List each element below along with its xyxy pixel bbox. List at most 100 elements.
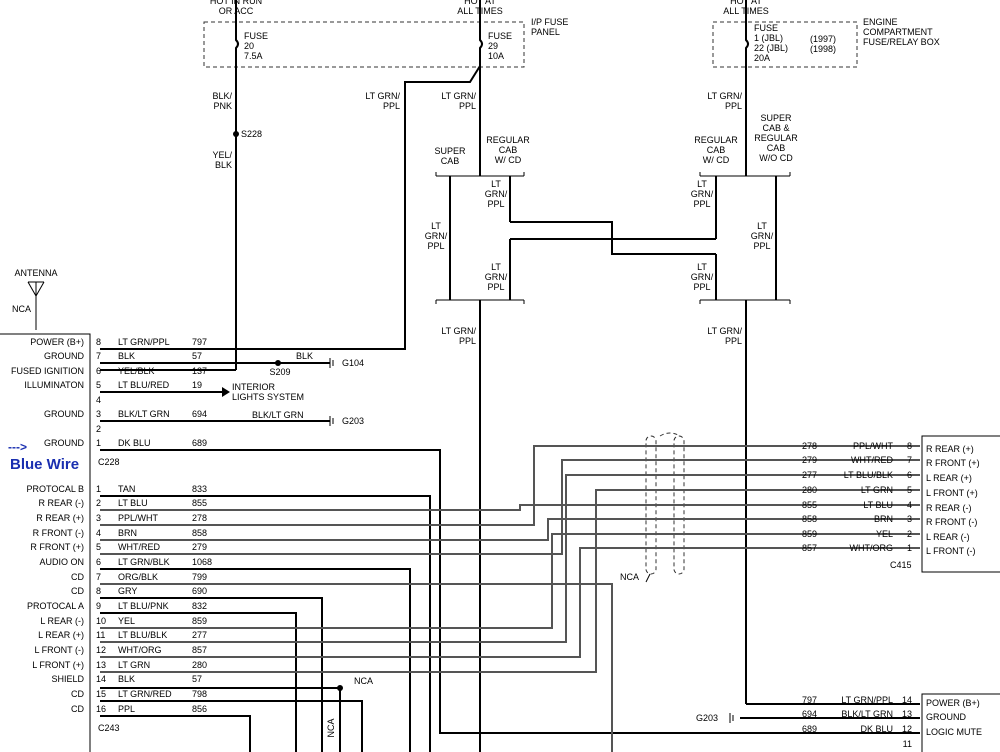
c415-pin-label: L REAR (+) <box>926 473 972 483</box>
wire-color-label: LT <box>491 179 501 189</box>
c243-pin-number: 13 <box>96 660 106 670</box>
c415-label: C415 <box>890 560 912 570</box>
nca-label: NCA <box>12 304 31 314</box>
year-label: (1997) <box>810 34 836 44</box>
fuse-29-icon <box>479 30 483 66</box>
regular-cab-label: CAB <box>707 145 726 155</box>
c243-pin-number: 7 <box>96 572 101 582</box>
c228-pin-number: 5 <box>96 380 101 390</box>
c243-circuit-number: 798 <box>192 689 207 699</box>
super-cab-regular-label: W/O CD <box>759 153 793 163</box>
c415-wire-color: LT BLU/BLK <box>844 470 893 480</box>
c243-wire-color: PPL/WHT <box>118 513 159 523</box>
c228-pin-label: POWER (B+) <box>30 337 84 347</box>
c415-pin-label: R REAR (-) <box>926 503 972 513</box>
amp-pin-number: 14 <box>902 695 912 705</box>
regular-cab-label: W/ CD <box>703 155 730 165</box>
wire-color-label: LT GRN/ <box>441 91 476 101</box>
wire-color-label: PPL <box>693 282 710 292</box>
fuse-eng-label: 20A <box>754 53 770 63</box>
wire-color-label: PPL <box>753 241 770 251</box>
c243-pin-label: R FRONT (-) <box>33 528 84 538</box>
wire-color-label: BLK/ <box>212 91 232 101</box>
c415-pin-label: R FRONT (-) <box>926 517 977 527</box>
c243-pin-number: 15 <box>96 689 106 699</box>
fuse-eng-label: 22 (JBL) <box>754 43 788 53</box>
hot-at-all-times-label: HOT AT <box>464 0 496 6</box>
c228-circuit-number: 689 <box>192 438 207 448</box>
c243-wires <box>100 445 920 752</box>
c243-pin-label: R FRONT (+) <box>30 542 84 552</box>
c243-wire-color: BRN <box>118 528 137 538</box>
engine-fuse-box <box>712 21 858 68</box>
c243-pin-label: SHIELD <box>51 674 84 684</box>
wire-color-label: GRN/ <box>751 231 774 241</box>
c415-pin-number: 5 <box>907 485 912 495</box>
wire-color-label: GRN/ <box>691 272 714 282</box>
wire-color-label: PNK <box>213 101 232 111</box>
fuse-20-label: 7.5A <box>244 51 263 61</box>
c243-wire-color: LT GRN/RED <box>118 689 172 699</box>
c243-pin-label: R REAR (+) <box>36 513 84 523</box>
c415-pin-number: 3 <box>907 514 912 524</box>
wire-color-label: GRN/ <box>485 189 508 199</box>
wire-color-label: LT <box>757 221 767 231</box>
signal-wire <box>100 700 363 752</box>
ground-g104-label: G104 <box>342 358 364 368</box>
ground-g203-lower-icon <box>729 713 734 723</box>
c228-pin-number: 6 <box>96 366 101 376</box>
super-cab-regular-label: REGULAR <box>754 133 798 143</box>
c243-pin-number: 5 <box>96 542 101 552</box>
ip-fuse-panel <box>203 21 525 68</box>
c243-circuit-number: 799 <box>192 572 207 582</box>
c415-circuit-number: 278 <box>802 441 817 451</box>
ground-g104-icon <box>329 358 334 368</box>
hot-at-all-times-label: ALL TIMES <box>723 6 769 16</box>
c415-pin-label: R REAR (+) <box>926 444 974 454</box>
c243-wire-color: WHT/ORG <box>118 645 162 655</box>
hot-run-label: HOT IN RUN <box>210 0 262 6</box>
regular-cab-label: REGULAR <box>486 135 530 145</box>
wire-color-label: PPL <box>487 199 504 209</box>
wire-color-label: PPL <box>383 101 400 111</box>
fuse-eng-icon <box>745 30 749 66</box>
c243-wire-color: TAN <box>118 484 135 494</box>
signal-wire <box>100 495 431 752</box>
c243-pin-label: L REAR (+) <box>38 630 84 640</box>
wire-color-label: YEL/ <box>212 150 232 160</box>
c415-wire-color: BRN <box>874 514 893 524</box>
engine-box-label: COMPARTMENT <box>863 27 933 37</box>
nca-label: NCA <box>620 572 639 582</box>
amp-pin-label: LOGIC MUTE <box>926 727 982 737</box>
c228-wire-color: BLK <box>118 351 135 361</box>
c228-pin-label: ILLUMINATON <box>24 380 84 390</box>
amp-pin-number: 13 <box>902 709 912 719</box>
c228-circuit-number: 19 <box>192 380 202 390</box>
engine-box-label: FUSE/RELAY BOX <box>863 37 940 47</box>
c415-pin-label: L FRONT (-) <box>926 546 976 556</box>
interior-arrow-icon <box>222 387 230 397</box>
signal-wire <box>100 612 297 752</box>
speaker-wire <box>100 504 920 511</box>
c228-circuit-number: 797 <box>192 337 207 347</box>
nca-label: NCA <box>326 718 336 737</box>
c243-wire-color: GRY <box>118 586 137 596</box>
ip-fuse-panel-label: PANEL <box>531 27 560 37</box>
super-cab-regular-label: CAB <box>767 143 786 153</box>
c243-wire-color: LT BLU <box>118 498 148 508</box>
c415-body <box>921 435 1000 573</box>
c243-pin-number: 4 <box>96 528 101 538</box>
c243-wire-color: BLK <box>118 674 135 684</box>
wire-color-label: PPL <box>693 199 710 209</box>
regular-cab-label: W/ CD <box>495 155 522 165</box>
c415-circuit-number: 277 <box>802 470 817 480</box>
c243-pin-number: 9 <box>96 601 101 611</box>
c243-wire-color: LT GRN/BLK <box>118 557 170 567</box>
speaker-wire <box>100 518 920 541</box>
c228-pin-number: 1 <box>96 438 101 448</box>
wire-color-label: LT GRN/ <box>441 326 476 336</box>
c415-pin-number: 1 <box>907 543 912 553</box>
amp-circuit-number: 689 <box>802 724 817 734</box>
fuse-20-label: 20 <box>244 41 254 51</box>
c243-pin-label: PROTOCAL A <box>27 601 84 611</box>
